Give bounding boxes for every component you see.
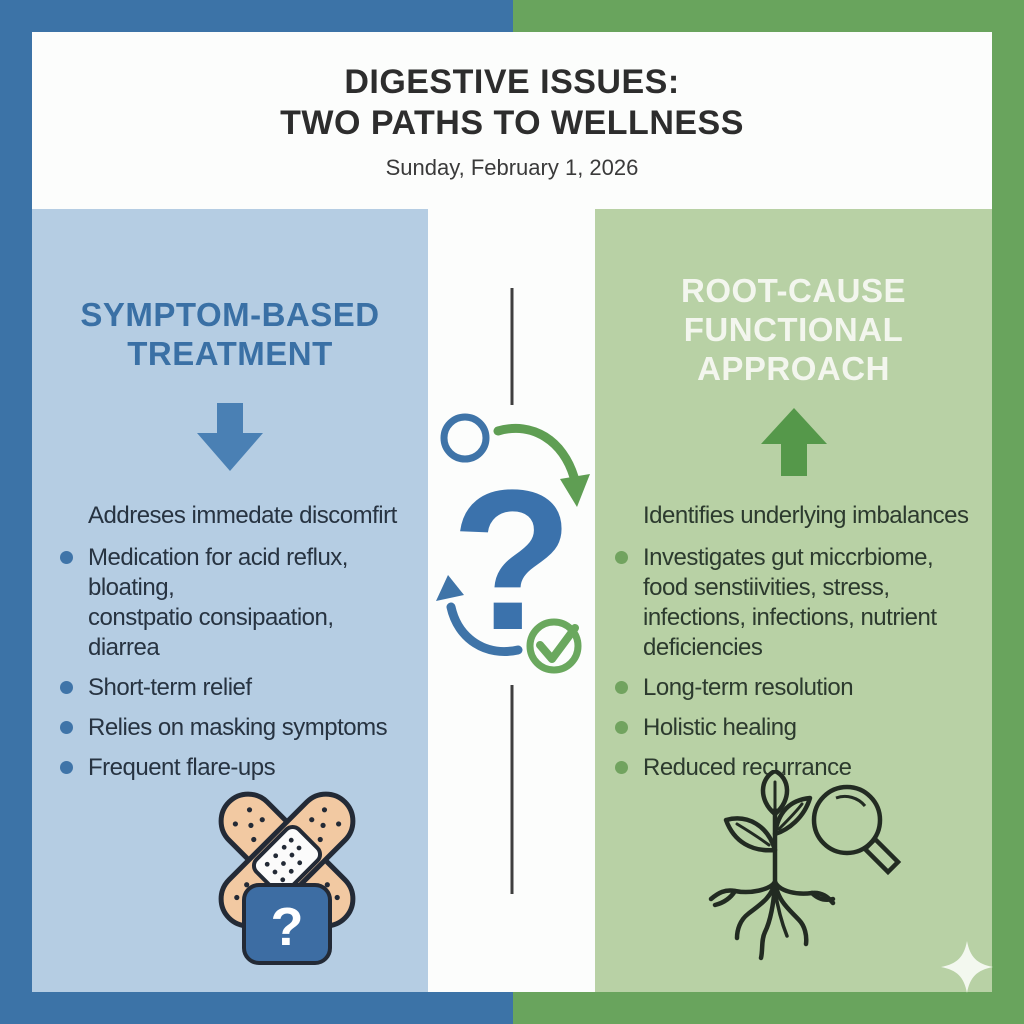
right-heading-line-3: APPROACH — [697, 350, 890, 387]
center-divider-column: ? — [428, 209, 595, 992]
badge-question-mark: ? — [271, 897, 304, 957]
bullet-dot — [60, 551, 73, 564]
list-item: Relies on masking symptoms — [60, 713, 397, 743]
bullet-text: Relies on masking symptoms — [88, 714, 388, 741]
infographic-canvas: DIGESTIVE ISSUES: TWO PATHS TO WELLNESS … — [32, 32, 992, 992]
left-panel-heading: SYMPTOM-BASED TREATMENT — [32, 295, 428, 373]
bullet-dot — [615, 761, 628, 774]
bullet-text: Short-term relief — [88, 674, 252, 701]
curved-arrow-right-down-icon — [493, 423, 590, 507]
down-arrow-icon — [197, 403, 263, 471]
question-badge — [242, 883, 332, 965]
bullet-text: Frequent flare-ups — [88, 754, 276, 781]
list-item: Holistic healing — [615, 713, 969, 743]
date-text: Sunday, February 1, 2026 — [385, 155, 639, 180]
right-heading-line-1: ROOT-CAUSE — [680, 272, 906, 309]
bullet-text: Holistic healing — [643, 714, 797, 741]
header: DIGESTIVE ISSUES: TWO PATHS TO WELLNESS … — [32, 32, 992, 209]
right-panel-body: Identifies underlying imbalances Investi… — [615, 501, 969, 783]
check-circle-icon — [526, 618, 582, 674]
bullet-text: Investigates gut miccrbiome, food sensti… — [643, 544, 937, 661]
list-item: Short-term relief — [60, 673, 397, 703]
list-item: Medication for acid reflux, bloating, co… — [60, 543, 397, 663]
bullet-dot — [60, 681, 73, 694]
center-motif: ? — [436, 288, 590, 894]
left-heading-line-2: TREATMENT — [127, 335, 333, 372]
title-line-2: TWO PATHS TO WELLNESS — [280, 104, 744, 142]
list-item: Reduced recurrance — [615, 753, 969, 783]
list-item: Long-term resolution — [615, 673, 969, 703]
right-heading-line-2: FUNCTIONAL — [683, 311, 904, 348]
left-heading-line-1: SYMPTOM-BASED — [80, 296, 380, 333]
bullet-text: Reduced recurrance — [643, 754, 852, 781]
bullet-text: Medication for acid reflux, bloating, co… — [88, 544, 348, 661]
page-title: DIGESTIVE ISSUES: TWO PATHS TO WELLNESS — [32, 62, 992, 144]
crossed-bandages-icon: ? — [218, 791, 356, 965]
right-panel-heading: ROOT-CAUSE FUNCTIONAL APPROACH — [595, 271, 992, 388]
list-item: Frequent flare-ups — [60, 753, 397, 783]
sparkle-icon — [941, 941, 993, 993]
plant-roots-magnifier-icon — [708, 770, 902, 961]
right-intro-text: Identifies underlying imbalances — [643, 502, 969, 529]
left-intro-text: Addreses immedate discomfirt — [88, 502, 397, 529]
bullet-dot — [615, 681, 628, 694]
curved-arrow-left-up-icon — [436, 575, 523, 656]
bullet-dot — [615, 551, 628, 564]
bullet-dot — [615, 721, 628, 734]
left-panel-body: Addreses immedate discomfirt Medication … — [60, 501, 397, 783]
bullet-dot — [60, 761, 73, 774]
root-cause-panel: ROOT-CAUSE FUNCTIONAL APPROACH Identifie… — [595, 209, 992, 992]
bullet-dot — [60, 721, 73, 734]
outline-circle-icon — [440, 413, 490, 463]
up-arrow-icon — [761, 408, 827, 476]
list-item: Investigates gut miccrbiome, food sensti… — [615, 543, 969, 663]
symptom-based-panel: SYMPTOM-BASED TREATMENT Addreses immedat… — [32, 209, 428, 992]
title-line-1: DIGESTIVE ISSUES: — [344, 63, 680, 101]
bullet-text: Long-term resolution — [643, 674, 854, 701]
